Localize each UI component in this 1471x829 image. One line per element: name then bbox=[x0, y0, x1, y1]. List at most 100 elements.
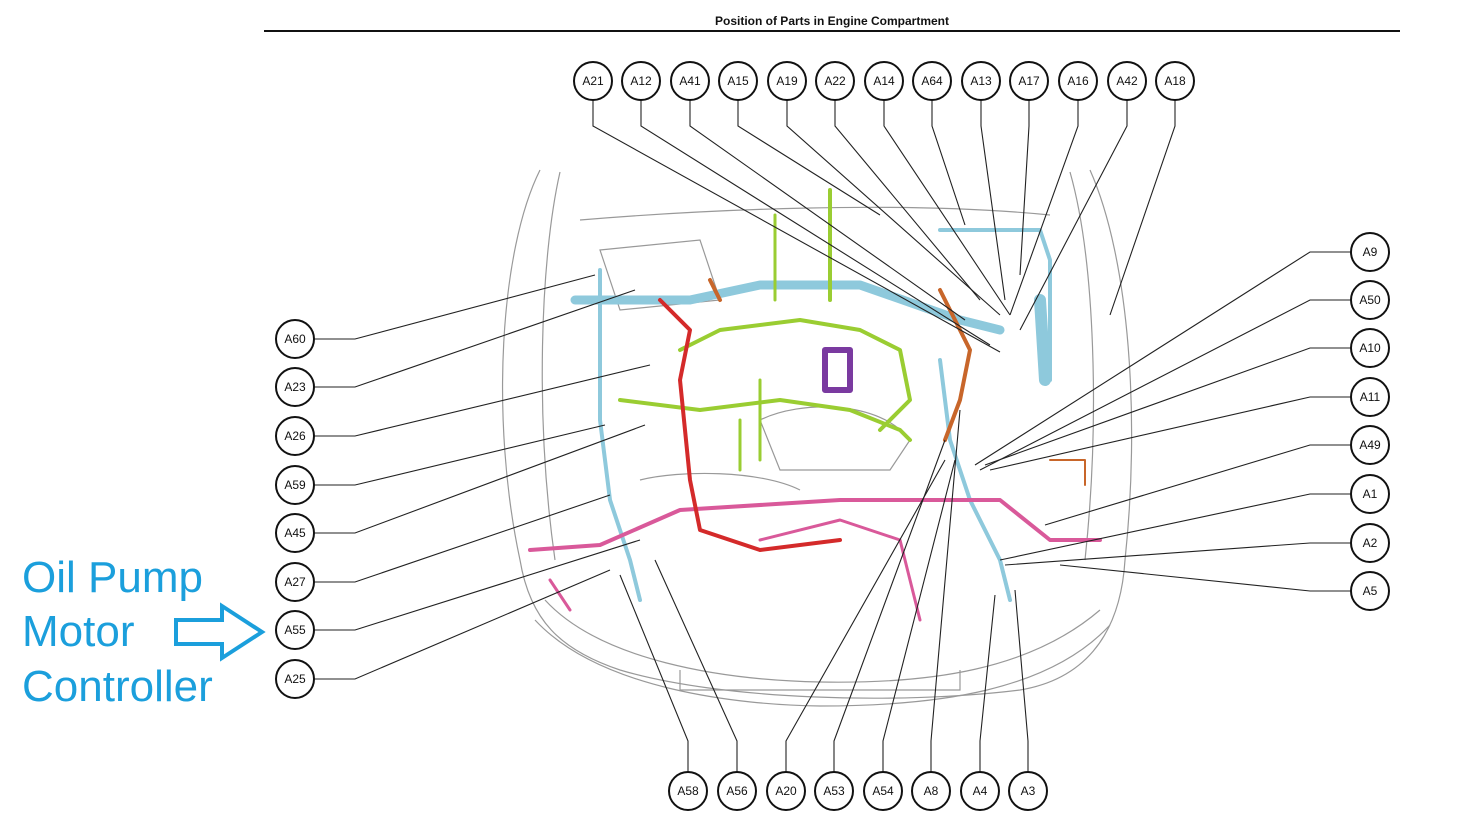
callout-A17[interactable]: A17 bbox=[1009, 61, 1049, 101]
callout-circle bbox=[1350, 280, 1390, 320]
callout-label: A42 bbox=[1116, 74, 1138, 88]
leader-line bbox=[974, 251, 1351, 466]
callout-A2[interactable]: A2 bbox=[1350, 523, 1390, 563]
leader-line bbox=[833, 439, 946, 772]
callout-label: A8 bbox=[924, 784, 939, 798]
callout-circle bbox=[912, 61, 952, 101]
leader-line bbox=[785, 459, 946, 772]
leader-line bbox=[737, 100, 881, 216]
callout-A9[interactable]: A9 bbox=[1350, 232, 1390, 272]
wire-harness bbox=[528, 188, 1102, 622]
callout-A25[interactable]: A25 bbox=[275, 659, 315, 699]
callout-label: A22 bbox=[824, 74, 846, 88]
title-rule bbox=[264, 30, 1400, 32]
callout-A11[interactable]: A11 bbox=[1350, 377, 1390, 417]
callout-A5[interactable]: A5 bbox=[1350, 571, 1390, 611]
callout-label: A13 bbox=[970, 74, 992, 88]
callout-A58[interactable]: A58 bbox=[668, 771, 708, 811]
callout-circle bbox=[1350, 232, 1390, 272]
leader-line bbox=[882, 459, 956, 772]
callout-A27[interactable]: A27 bbox=[275, 562, 315, 602]
leader-line bbox=[640, 100, 991, 346]
callout-label: A21 bbox=[582, 74, 604, 88]
annotation-line-3: Controller bbox=[22, 662, 213, 711]
leader-line bbox=[1014, 589, 1029, 772]
callout-label: A58 bbox=[677, 784, 699, 798]
callout-A16[interactable]: A16 bbox=[1058, 61, 1098, 101]
callout-A20[interactable]: A20 bbox=[766, 771, 806, 811]
leader-line bbox=[619, 574, 689, 772]
callout-labels: A21 A12 A41 A15 A19 A22 A14 A64 A13 A17 A16 A42 A18A… bbox=[275, 61, 1390, 811]
callout-A41[interactable]: A41 bbox=[670, 61, 710, 101]
callout-circle bbox=[766, 771, 806, 811]
callout-A13[interactable]: A13 bbox=[961, 61, 1001, 101]
callout-A60[interactable]: A60 bbox=[275, 319, 315, 359]
callout-A59[interactable]: A59 bbox=[275, 465, 315, 505]
callout-A21[interactable]: A21 bbox=[573, 61, 613, 101]
callout-A18[interactable]: A18 bbox=[1155, 61, 1195, 101]
callout-A23[interactable]: A23 bbox=[275, 367, 315, 407]
callout-A54[interactable]: A54 bbox=[863, 771, 903, 811]
callout-circle bbox=[275, 465, 315, 505]
callout-A53[interactable]: A53 bbox=[814, 771, 854, 811]
callout-label: A27 bbox=[284, 575, 306, 589]
callout-A55[interactable]: A55 bbox=[275, 610, 315, 650]
harness-wire-engine bbox=[678, 318, 912, 432]
harness-wire-front bbox=[548, 578, 572, 612]
callout-A49[interactable]: A49 bbox=[1350, 425, 1390, 465]
callout-A64[interactable]: A64 bbox=[912, 61, 952, 101]
callout-A14[interactable]: A14 bbox=[864, 61, 904, 101]
callout-label: A56 bbox=[726, 784, 748, 798]
callout-label: A50 bbox=[1359, 293, 1381, 307]
callout-A56[interactable]: A56 bbox=[717, 771, 757, 811]
callout-A3[interactable]: A3 bbox=[1008, 771, 1048, 811]
leader-line bbox=[1044, 444, 1351, 526]
callout-label: A53 bbox=[823, 784, 845, 798]
callout-label: A18 bbox=[1164, 74, 1186, 88]
callout-label: A64 bbox=[921, 74, 943, 88]
callout-circle bbox=[621, 61, 661, 101]
callout-label: A10 bbox=[1359, 341, 1381, 355]
harness-wire-body bbox=[938, 228, 1052, 382]
callout-label: A17 bbox=[1018, 74, 1040, 88]
callout-circle bbox=[815, 61, 855, 101]
callout-A26[interactable]: A26 bbox=[275, 416, 315, 456]
page-title: Position of Parts in Engine Compartment bbox=[714, 14, 950, 28]
callout-A8[interactable]: A8 bbox=[911, 771, 951, 811]
callout-A22[interactable]: A22 bbox=[815, 61, 855, 101]
callout-A4[interactable]: A4 bbox=[960, 771, 1000, 811]
leader-line bbox=[979, 594, 996, 772]
callout-A12[interactable]: A12 bbox=[621, 61, 661, 101]
leader-line bbox=[834, 100, 981, 301]
callout-circle bbox=[863, 771, 903, 811]
callout-A15[interactable]: A15 bbox=[718, 61, 758, 101]
callout-circle bbox=[717, 771, 757, 811]
callout-circle bbox=[275, 319, 315, 359]
harness-wire-battery bbox=[658, 298, 842, 552]
callout-A50[interactable]: A50 bbox=[1350, 280, 1390, 320]
leader-line bbox=[989, 396, 1351, 471]
callout-A19[interactable]: A19 bbox=[767, 61, 807, 101]
callout-A42[interactable]: A42 bbox=[1107, 61, 1147, 101]
callout-circle bbox=[1350, 571, 1390, 611]
leader-line bbox=[1059, 564, 1351, 592]
callout-A10[interactable]: A10 bbox=[1350, 328, 1390, 368]
callout-label: A15 bbox=[727, 74, 749, 88]
callout-label: A41 bbox=[679, 74, 701, 88]
callout-circle bbox=[670, 61, 710, 101]
callout-circle bbox=[911, 771, 951, 811]
leader-line bbox=[931, 100, 966, 226]
callout-label: A19 bbox=[776, 74, 798, 88]
leader-line bbox=[314, 539, 641, 631]
callout-A1[interactable]: A1 bbox=[1350, 474, 1390, 514]
leader-line bbox=[1109, 100, 1176, 316]
leader-line bbox=[979, 299, 1351, 471]
callout-label: A59 bbox=[284, 478, 306, 492]
callout-circle bbox=[1058, 61, 1098, 101]
leader-line bbox=[999, 493, 1351, 561]
leader-line bbox=[314, 569, 611, 680]
callout-circle bbox=[275, 659, 315, 699]
callout-A45[interactable]: A45 bbox=[275, 513, 315, 553]
leader-line bbox=[980, 100, 1006, 301]
callout-label: A2 bbox=[1363, 536, 1378, 550]
